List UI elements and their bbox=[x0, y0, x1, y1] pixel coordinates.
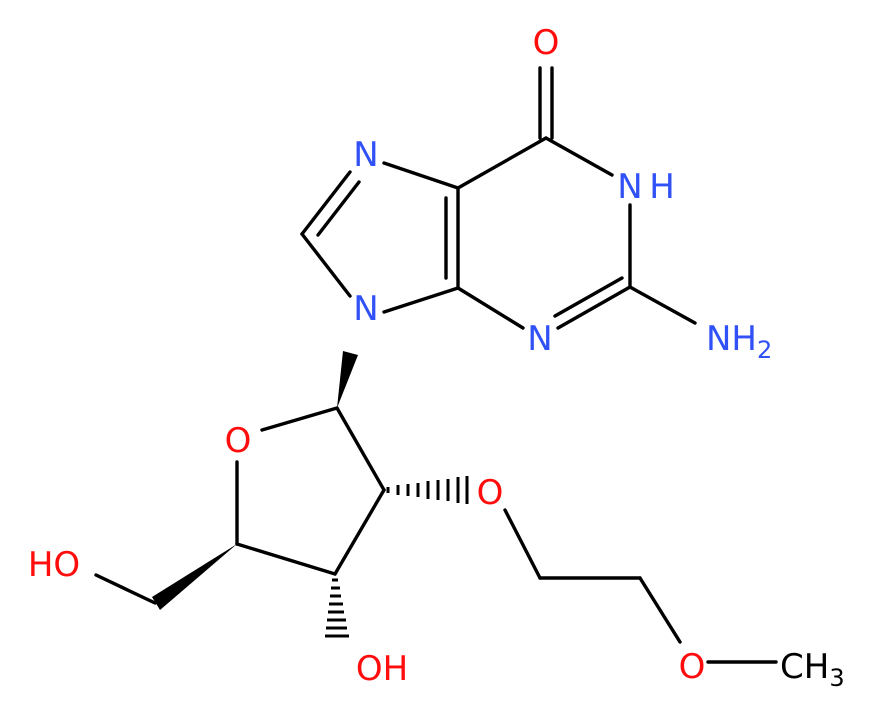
bond-ch2b-om bbox=[638, 576, 682, 644]
bond-c8-n9 bbox=[300, 232, 352, 298]
atom-o-ring: O bbox=[225, 421, 252, 461]
bond-c2-n3-b bbox=[553, 276, 624, 318]
bond-n7-c8-b bbox=[316, 180, 361, 237]
bond-c5-n7 bbox=[382, 161, 460, 190]
bond-n7-c8-a bbox=[300, 170, 352, 236]
hash-c2-oether bbox=[386, 476, 469, 504]
atom-o-carbonyl: O bbox=[533, 23, 560, 63]
wedge-c4-c5 bbox=[152, 544, 237, 610]
bond-c5-oh bbox=[94, 573, 157, 605]
bond-c2-c3 bbox=[333, 488, 386, 576]
bond-c6-n1 bbox=[544, 136, 614, 177]
atom-nh2: NH2 bbox=[706, 319, 772, 364]
bond-c6-c5 bbox=[456, 136, 548, 190]
atom-oh-bottom: OH bbox=[356, 649, 408, 689]
bond-n3-c4 bbox=[456, 286, 525, 330]
atom-n9: N bbox=[353, 289, 378, 329]
atom-o-ether: O bbox=[477, 473, 504, 513]
atom-ho-left: HO bbox=[28, 545, 80, 585]
atom-labels: O N H N N N NH2 O O HO OH O CH3 bbox=[28, 23, 845, 692]
hash-c3-oh bbox=[325, 578, 349, 638]
bond-c2-n3-a bbox=[556, 285, 632, 330]
atom-n3: N bbox=[527, 319, 552, 359]
bond-n9-c4 bbox=[382, 286, 460, 314]
atom-n1-h: H bbox=[649, 167, 675, 207]
atom-n1: N bbox=[617, 167, 642, 207]
bond-oe-ch2a bbox=[503, 508, 542, 580]
wedge-c1-n9 bbox=[337, 351, 358, 408]
bond-c2-nh2 bbox=[628, 285, 697, 325]
bond-o4-c1 bbox=[260, 406, 339, 432]
atom-n7: N bbox=[353, 135, 378, 175]
atom-ch3: CH3 bbox=[780, 647, 845, 692]
bond-c1-c2 bbox=[335, 406, 386, 492]
bond-c3-c4 bbox=[235, 542, 337, 576]
bonds bbox=[94, 66, 778, 664]
atom-o-methoxy: O bbox=[679, 647, 706, 687]
